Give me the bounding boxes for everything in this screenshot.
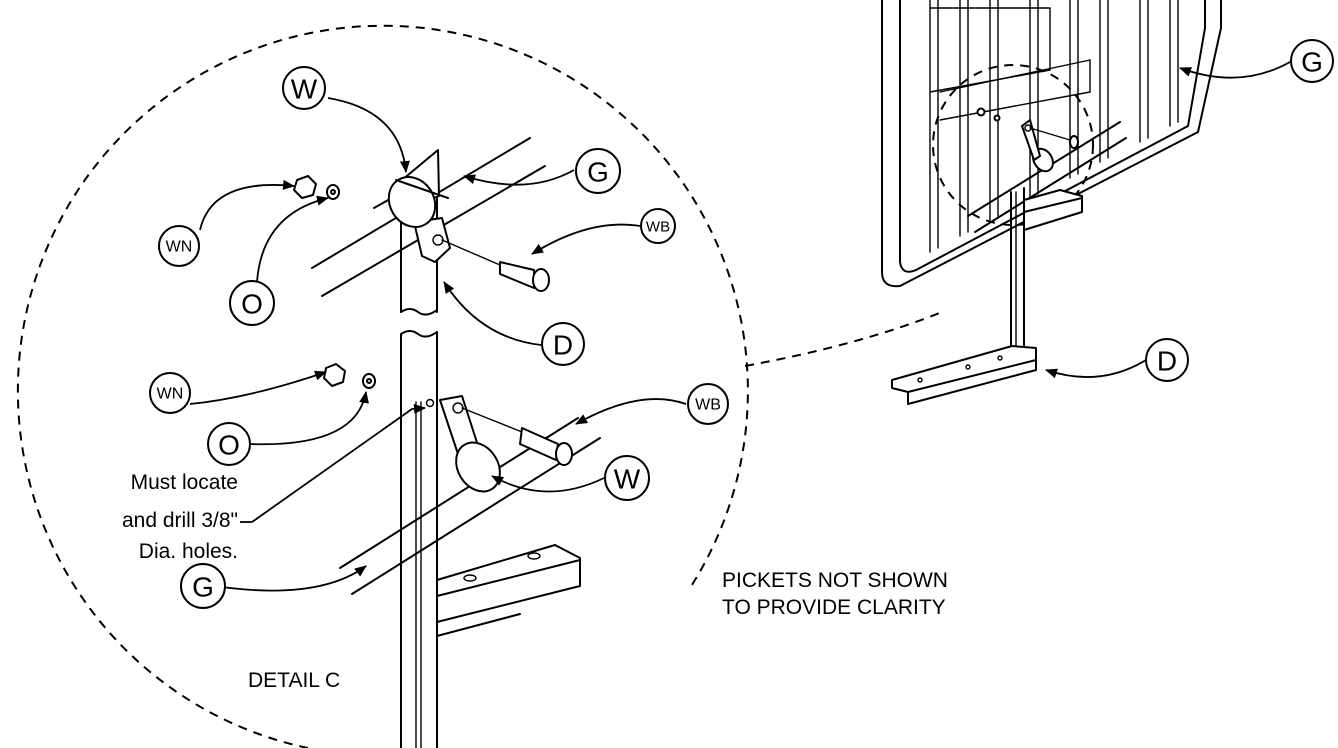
label-o-bottom: O (207, 422, 251, 466)
label-o-bottom-text: O (218, 430, 240, 461)
upper-bolt-icon (499, 261, 535, 289)
upper-clamp (387, 176, 451, 263)
label-wn-top-text: WN (166, 239, 193, 256)
label-d-right: D (1145, 338, 1189, 382)
lower-hardware (323, 363, 573, 466)
detail-circle (16, 24, 749, 748)
label-d-right-text: D (1157, 346, 1177, 377)
label-wb-bottom-text: WB (695, 397, 721, 414)
overall-post (1010, 187, 1083, 347)
detail-title: DETAIL C (248, 669, 340, 692)
label-w-top: W (282, 66, 326, 110)
label-wb-top-text: WB (646, 219, 670, 236)
label-g-right-text: G (1301, 47, 1323, 78)
lower-nut-icon (323, 363, 346, 387)
label-g-bottom-text: G (192, 572, 214, 603)
drill-note-line2: and drill 3/8" (122, 509, 238, 532)
label-wn-bottom: WN (149, 372, 191, 414)
upper-hardware (293, 175, 550, 292)
label-g-right: G (1290, 39, 1334, 83)
label-g-top-text: G (587, 157, 609, 188)
detail-callout-line (744, 311, 943, 367)
label-d-detail: D (541, 322, 585, 366)
label-wn-top: WN (158, 225, 200, 267)
label-w-bottom-text: W (614, 464, 641, 495)
barricade-frame (881, 0, 1222, 288)
pickets-note-line2: TO PROVIDE CLARITY (722, 596, 946, 619)
drill-note-line3: Dia. holes. (139, 540, 238, 563)
overall-base-foot (891, 345, 1037, 405)
label-d-detail-text: D (553, 330, 573, 361)
label-wb-bottom: WB (687, 383, 729, 425)
label-wn-bottom-text: WN (157, 386, 184, 403)
lower-bolt-icon (519, 427, 559, 461)
label-w-bottom: W (604, 455, 650, 501)
drill-note-line1: Must locate (131, 471, 238, 494)
label-g-bottom: G (180, 563, 226, 609)
lower-clamp (439, 395, 501, 493)
label-wb-top: WB (640, 208, 676, 244)
pickets-note-line1: PICKETS NOT SHOWN (722, 569, 948, 592)
label-o-top-text: O (241, 289, 263, 320)
overall-detail-circle (932, 64, 1094, 226)
label-o-top: O (229, 280, 275, 326)
upright-post-lower (400, 330, 438, 748)
overall-rail (967, 107, 1127, 233)
base-foot (436, 544, 581, 637)
label-g-top: G (575, 148, 621, 194)
label-w-top-text: W (291, 74, 318, 105)
upper-nut-icon (293, 175, 317, 199)
